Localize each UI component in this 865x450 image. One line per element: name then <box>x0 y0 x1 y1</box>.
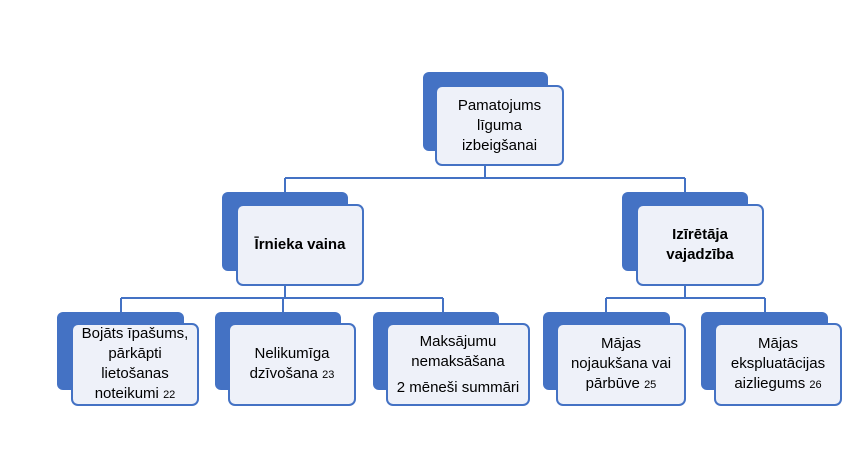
footnote-ref-23: 23 <box>322 369 335 381</box>
leaf-label-illegal-residence: Nelikumīga dzīvošana <box>249 345 330 382</box>
leaf-label-operation-ban: Mājas ekspluatācijas aizliegums <box>730 335 826 392</box>
footnote-ref-22: 22 <box>163 389 176 401</box>
leaf-box: Nelikumīga dzīvošana 23 <box>228 323 356 406</box>
leaf-box: Maksājumu nemaksāšana 2 mēneši summāri <box>386 323 530 406</box>
leaf-label-demolition: Mājas nojaukšana vai pārbūve <box>570 335 672 392</box>
leaf-label-non-payment: Maksājumu nemaksāšana <box>411 332 505 370</box>
branch-label-landlord-need: Izīrētāja vajadzība <box>636 204 764 286</box>
branch-label-tenant-fault: Īrnieka vaina <box>236 204 364 286</box>
leaf-extra-two-months: 2 mēneši summāri <box>396 378 520 396</box>
root-label: Pamatojums līguma izbeigšanai <box>435 85 564 166</box>
leaf-box: Mājas nojaukšana vai pārbūve 25 <box>556 323 686 406</box>
leaf-label-damaged-property: Bojāts īpašums, pārkāpti lietošanas note… <box>81 325 189 402</box>
footnote-ref-25: 25 <box>644 379 657 391</box>
footnote-ref-26: 26 <box>809 379 822 391</box>
leaf-box: Bojāts īpašums, pārkāpti lietošanas note… <box>71 323 199 406</box>
leaf-box: Mājas ekspluatācijas aizliegums 26 <box>714 323 842 406</box>
